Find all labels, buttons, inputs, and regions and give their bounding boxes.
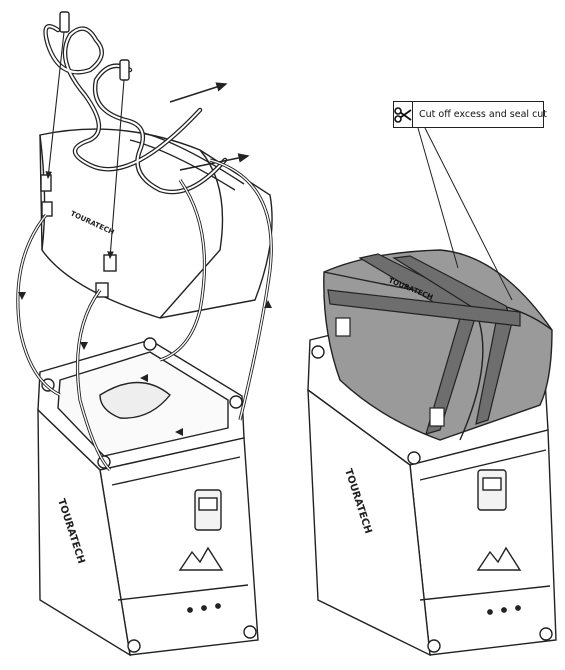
lashing-loops-inner bbox=[17, 159, 272, 471]
right-scene: TOURATECH TOURATECH bbox=[307, 127, 557, 657]
left-scene: TOURATECH TOURATECH bbox=[16, 11, 273, 657]
callout-leader-2 bbox=[424, 127, 513, 301]
pull-arrow-upper bbox=[169, 82, 228, 103]
pull-arrow-lower bbox=[179, 153, 250, 171]
pointer-line-1 bbox=[45, 31, 65, 180]
installed-straps bbox=[327, 253, 521, 435]
loop-direction-arrows bbox=[18, 292, 272, 436]
callout-text: Cut off excess and seal cut bbox=[419, 109, 548, 120]
left-soft-bag bbox=[39, 128, 273, 319]
pointer-line-2 bbox=[107, 79, 125, 260]
callout-leader-1 bbox=[417, 127, 459, 269]
callout-box: Cut off excess and seal cut bbox=[393, 101, 548, 128]
strap-hooks bbox=[59, 11, 130, 81]
left-aluminium-case bbox=[37, 337, 259, 657]
scissors-icon bbox=[394, 102, 413, 127]
